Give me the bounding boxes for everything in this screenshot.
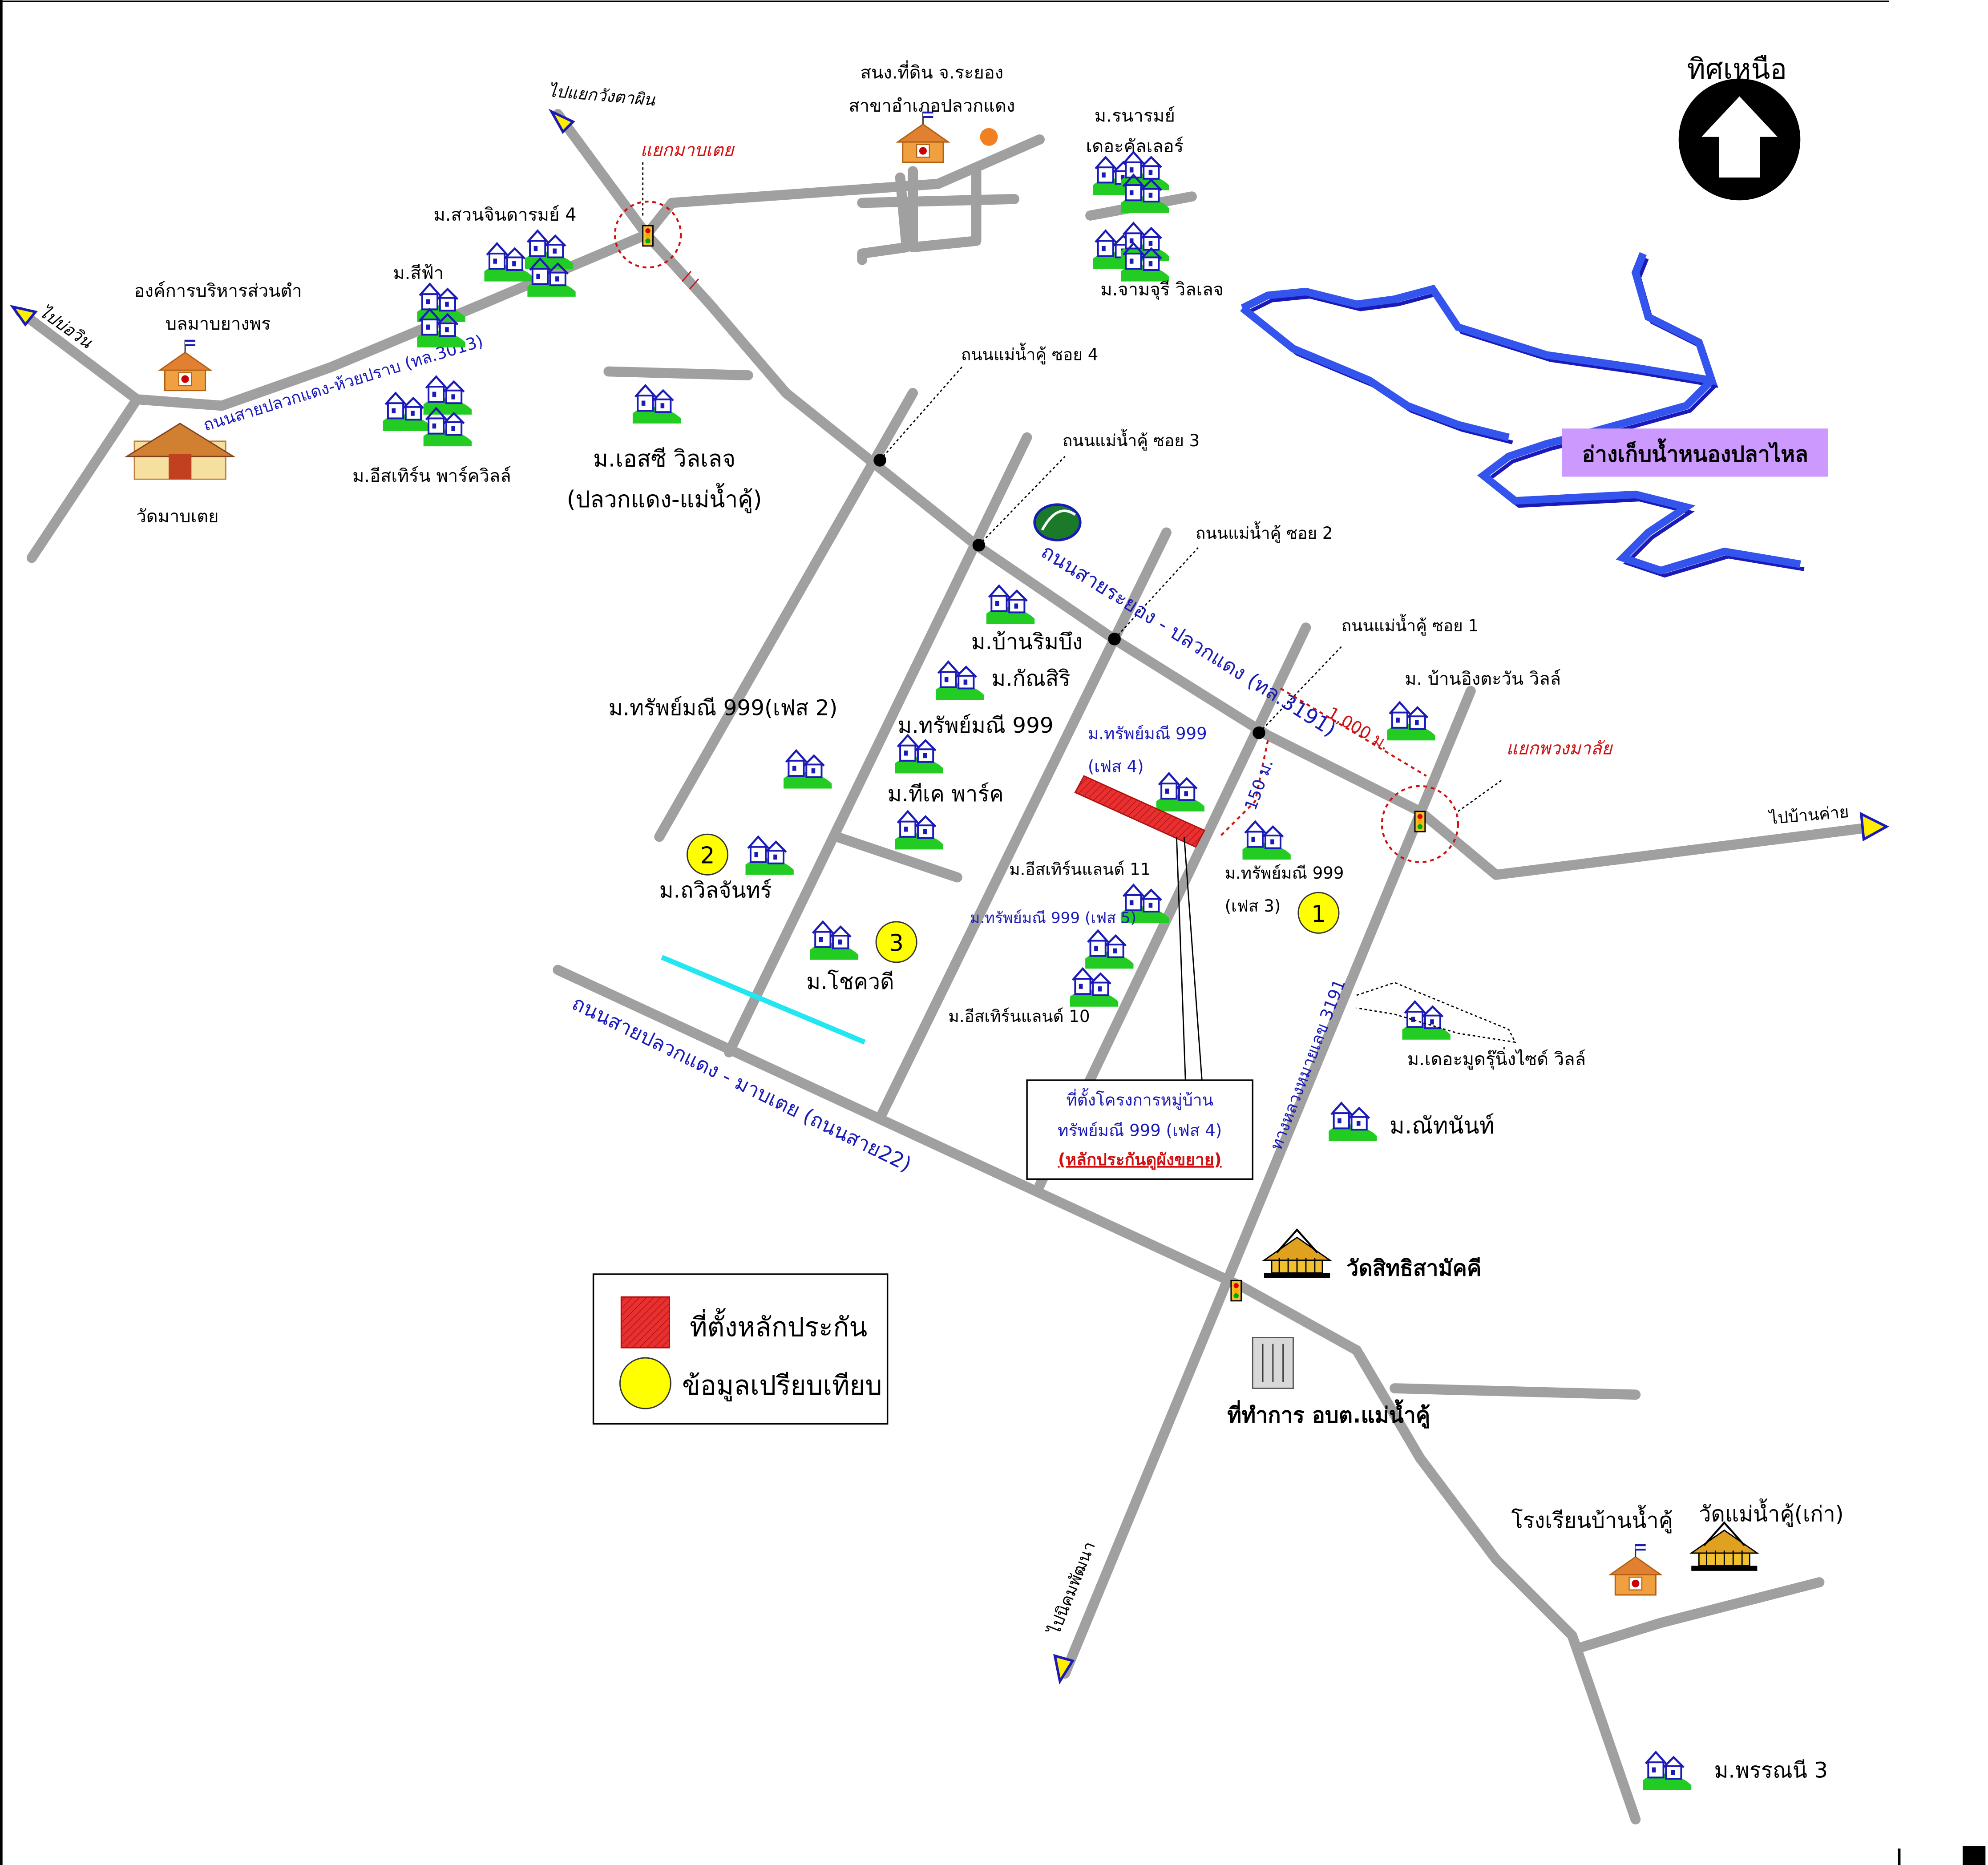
marker-3: 3: [889, 930, 904, 957]
village-jamjuree: ม.จามจุรี วิลเลจ: [1100, 279, 1224, 300]
village-naram-1: ม.รนารมย์: [1095, 106, 1175, 126]
village-sap-999: ม.ทรัพย์มณี 999: [897, 713, 1053, 738]
the-mood-boundary: [1356, 982, 1516, 1043]
comparable-markers: [686, 833, 1340, 963]
village-tk-park: ม.ทีเค พาร์ค: [888, 782, 1004, 807]
traffic-light-icon: [1414, 811, 1426, 832]
legend-comparable-swatch: [619, 1357, 671, 1409]
land-office-label-2: สาขาอำเภอปลวกแดง: [849, 96, 1015, 116]
marker-2: 2: [700, 843, 715, 869]
legend-comparable-label: ข้อมูลเปรียบเทียบ: [682, 1370, 882, 1402]
village-icons: [383, 152, 1692, 1790]
village-sap-999-p4-a: ม.ทรัพย์มณี 999: [1088, 724, 1207, 743]
village-thawin-chan: ม.ถวิลจันทร์: [659, 878, 772, 903]
village-sap-999-p2: ม.ทรัพย์มณี 999(เฟส 2): [609, 695, 838, 720]
distance-150: 150 ม.: [1241, 757, 1277, 813]
bridge-icon: [681, 270, 699, 290]
ptt-icon: [1033, 503, 1082, 541]
soi-markers: [642, 162, 1503, 812]
village-ban-rim-bueng: ม.บ้านริมบึง: [971, 630, 1083, 654]
village-eastern-park: ม.อีสเทิร์น พาร์ควิลล์: [352, 466, 511, 486]
wat-map-ta-yia-icon: [124, 423, 236, 480]
legend-collateral-label: ที่ตั้งหลักประกัน: [690, 1308, 867, 1343]
north-arrow-icon: [1678, 78, 1801, 201]
land-office-icon: [897, 111, 949, 163]
collateral-site: [1074, 775, 1205, 848]
road-soi-1: ถนนแม่น้ำคู้ ซอย 1: [1341, 614, 1479, 636]
village-ing-tawan: ม. บ้านอิงตะวัน วิลล์: [1405, 669, 1561, 689]
village-sap-999-p3-b: (เฟส 3): [1225, 896, 1281, 916]
wat-mae-nam-khu-label: วัดแม่น้ำคู้(เก่า): [1699, 1498, 1843, 1527]
school-icon: [1609, 1543, 1662, 1596]
road-soi-4: ถนนแม่น้ำคู้ ซอย 4: [961, 342, 1098, 364]
village-phannee-3: ม.พรรณนี 3: [1714, 1758, 1828, 1783]
wat-mae-nam-khu-icon: [1691, 1523, 1757, 1571]
to-wangtaphin-label: ไปแยกวังตาผิน: [547, 81, 656, 110]
marker-1: 1: [1311, 901, 1326, 928]
roads: [15, 109, 1882, 1825]
legend-collateral-swatch: [620, 1296, 670, 1348]
obt-office-icon: [1252, 1337, 1294, 1389]
project-leader-line: [1176, 836, 1186, 1081]
village-natnan: ม.ณัทนันท์: [1390, 1113, 1494, 1139]
land-office-label-1: สนง.ที่ดิน จ.ระยอง: [861, 61, 1004, 83]
road-soi-3: ถนนแม่น้ำคู้ ซอย 3: [1063, 428, 1200, 451]
junction-map-ta-yia: แยกมาบเตย: [640, 140, 735, 161]
village-suan-chindarom: ม.สวนจินดารมย์ 4: [434, 205, 577, 225]
village-sap-999-p5: ม.ทรัพย์มณี 999 (เฟส 5): [970, 909, 1136, 927]
traffic-light-icon: [642, 225, 654, 247]
junction-ring-2: [1381, 785, 1459, 863]
junction-phuang-malai: แยกพวงมาลัย: [1506, 739, 1613, 759]
traffic-light-icon: [1230, 1280, 1242, 1302]
distance-1000-line: [1280, 687, 1427, 777]
distance-150-line: [1219, 740, 1269, 838]
obt-office-label: ที่ทำการ อบต.แม่น้ำคู้: [1227, 1399, 1430, 1429]
tao-office-icon: [159, 339, 211, 392]
wat-map-ta-yia-label: วัดมาบเตย: [136, 506, 218, 527]
project-box: [1026, 1079, 1254, 1180]
direction-arrow-icons: [9, 109, 1890, 1685]
village-naram-2: เดอะคัลเลอร์: [1086, 136, 1184, 157]
project-box-line2: ทรัพย์มณี 999 (เฟส 4): [1058, 1121, 1222, 1140]
project-leader-line: [1184, 836, 1203, 1081]
reservoir-label: อ่างเก็บน้ำหนองปลาไหล: [1582, 438, 1808, 467]
village-eastern-land-10: ม.อีสเทิร์นแลนด์ 10: [948, 1007, 1090, 1026]
wat-sitthi-icon: [1264, 1230, 1330, 1278]
school-label: โรงเรียนบ้านน้ำคู้: [1511, 1505, 1673, 1534]
tao-label-2: บลมาบยางพร: [166, 314, 271, 334]
village-sc-1: ม.เอสซี วิลเลจ: [593, 446, 735, 472]
village-the-mood: ม.เดอะมูดรุ๊นิ่งไซด์ วิลล์: [1407, 1047, 1586, 1070]
village-si-fa: ม.สีฟ้า: [393, 263, 444, 283]
legend: [592, 1273, 889, 1425]
junction-ring-1: [614, 200, 682, 269]
to-bankhai-label: ไปบ้านค่าย: [1767, 802, 1850, 828]
tao-label-1: องค์การบริหารส่วนตำ: [134, 281, 302, 301]
village-kansiri: ม.กัณสิริ: [991, 666, 1070, 691]
road-soi-2: ถนนแม่น้ำคู้ ซอย 2: [1196, 521, 1333, 543]
village-chokhawadi: ม.โชควดี: [806, 969, 894, 994]
canal: [661, 955, 866, 1045]
seal-icon: [980, 128, 998, 146]
reservoir-label-box: [1562, 428, 1828, 477]
village-sc-2: (ปลวกแดง-แม่น้ำคู้): [567, 483, 762, 513]
project-box-line1: ที่ตั้งโครงการหมู่บ้าน: [1066, 1088, 1213, 1110]
wat-sitthi-label: วัดสิทธิสามัคคี: [1346, 1256, 1481, 1281]
project-box-line3: (หลักประกันดูผังขยาย): [1058, 1150, 1222, 1170]
village-sap-999-p4-b: (เฟส 4): [1088, 757, 1144, 776]
village-eastern-land-11: ม.อีสเทิร์นแลนด์ 11: [1009, 860, 1151, 879]
corner-mark: [1963, 1846, 1986, 1865]
village-sap-999-p3-a: ม.ทรัพย์มณี 999: [1225, 864, 1344, 883]
